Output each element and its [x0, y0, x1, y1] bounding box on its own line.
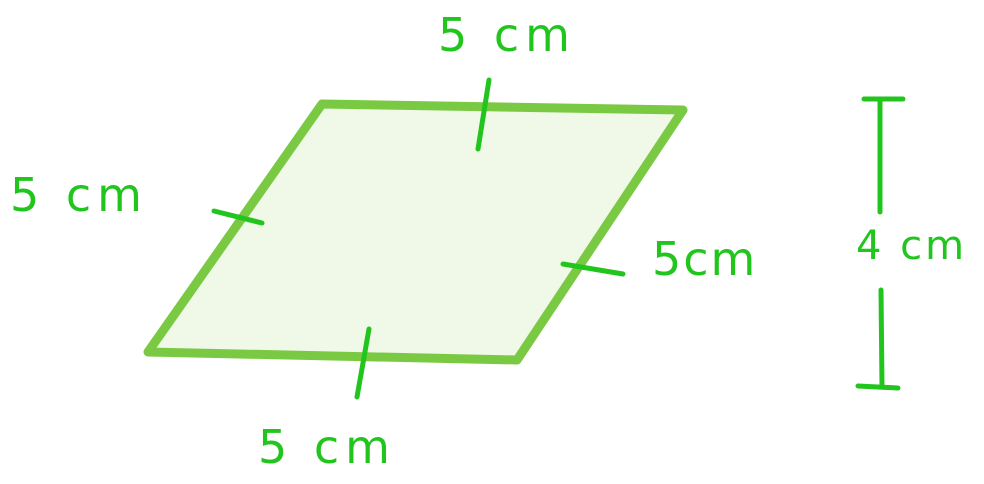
top-side-label: 5 cm: [438, 8, 576, 62]
rhombus-shape: [143, 99, 688, 365]
left-side-tick: [211, 208, 265, 226]
height-marker-lower-line: [878, 287, 885, 389]
height-marker-bottom-cap: [855, 383, 901, 391]
bottom-side-tick: [354, 326, 372, 400]
left-side-label: 5 cm: [10, 168, 148, 222]
bottom-side-label: 5 cm: [258, 420, 396, 474]
height-label: 4 cm: [856, 223, 968, 269]
height-marker: [855, 96, 906, 391]
top-side-tick: [475, 77, 492, 152]
right-side-tick: [560, 261, 626, 277]
right-side-label: 5cm: [652, 232, 758, 286]
